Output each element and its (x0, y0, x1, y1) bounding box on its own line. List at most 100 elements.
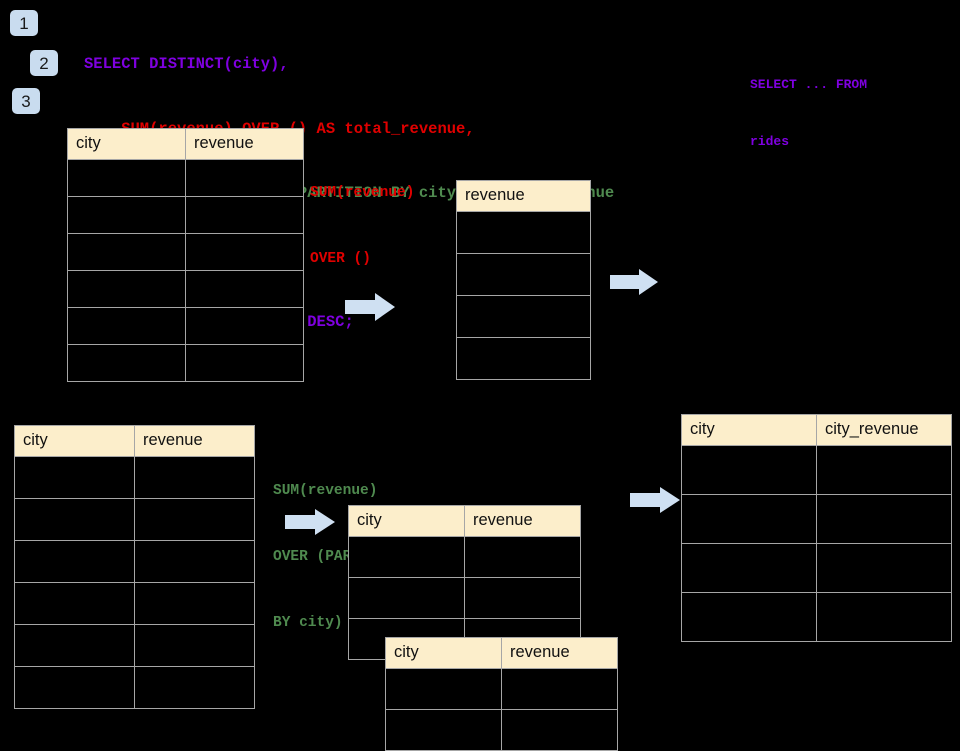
table-header-row: city revenue (385, 637, 618, 669)
cell-city (681, 494, 817, 544)
table-row (348, 577, 581, 619)
table-header-row: city revenue (67, 128, 304, 160)
arrow-right-icon-top-2 (610, 269, 658, 295)
table-row (67, 196, 304, 234)
table-city-revenue-result: city city_revenue (681, 414, 952, 642)
cell-city (681, 592, 817, 642)
cell-city (67, 159, 186, 197)
table-row (14, 666, 255, 709)
cell-city (67, 233, 186, 271)
table-rides-source-bottom: city revenue (14, 425, 255, 709)
arrow-right-icon-top-1 (345, 293, 395, 321)
table-row (14, 582, 255, 625)
cell-city (385, 709, 502, 751)
table-row (456, 253, 591, 296)
annotation-total-window-line1: SUM(revenue) (310, 185, 415, 201)
cell-revenue (134, 624, 255, 667)
cell-revenue (464, 577, 581, 619)
table-row (681, 592, 952, 642)
column-header-revenue: revenue (501, 637, 618, 669)
annotation-partition-window-line3: BY city) (273, 615, 343, 631)
sql-line-select: SELECT DISTINCT(city), (84, 55, 289, 73)
step-badge-2-label: 2 (39, 53, 49, 73)
column-header-revenue: revenue (134, 425, 255, 457)
cell-city (67, 307, 186, 345)
cell-city (681, 543, 817, 593)
cell-city (14, 666, 135, 709)
table-row (14, 540, 255, 583)
step-badge-1: 1 (10, 10, 38, 36)
table-row (456, 211, 591, 254)
cell-city-revenue (816, 445, 952, 495)
column-header-city: city (14, 425, 135, 457)
sql-side-note-line1: SELECT ... FROM (750, 77, 868, 92)
cell-revenue (464, 536, 581, 578)
table-row (67, 159, 304, 197)
sql-side-note: SELECT ... FROM rides (750, 37, 867, 189)
table-rides-source-top: city revenue (67, 128, 304, 382)
cell-revenue (134, 666, 255, 709)
cell-revenue (134, 540, 255, 583)
cell-city (14, 498, 135, 541)
table-header-row: revenue (456, 180, 591, 212)
cell-city (681, 445, 817, 495)
table-row (67, 307, 304, 345)
sql-side-note-line2: rides (750, 134, 790, 149)
annotation-partition-window-line1: SUM(revenue) (273, 483, 378, 499)
table-row (67, 233, 304, 271)
diagram-canvas: 1 2 3 SELECT DISTINCT(city), SUM(revenue… (10, 10, 952, 751)
cell-revenue (456, 337, 591, 380)
cell-city (14, 456, 135, 499)
cell-revenue (501, 668, 618, 710)
table-partition-group-front: city revenue (385, 637, 618, 751)
cell-revenue (185, 270, 304, 308)
table-row (456, 295, 591, 338)
cell-revenue (456, 295, 591, 338)
cell-revenue (501, 709, 618, 751)
cell-revenue (185, 233, 304, 271)
table-row (385, 668, 618, 710)
cell-city (67, 196, 186, 234)
table-header-row: city revenue (348, 505, 581, 537)
table-row (681, 445, 952, 495)
column-header-city: city (67, 128, 186, 160)
cell-city (348, 577, 465, 619)
column-header-city-revenue: city_revenue (816, 414, 952, 446)
cell-revenue (185, 344, 304, 382)
step-badge-3: 3 (12, 88, 40, 114)
cell-city (14, 624, 135, 667)
column-header-revenue: revenue (456, 180, 591, 212)
step-badge-3-label: 3 (21, 91, 31, 111)
cell-city-revenue (816, 543, 952, 593)
table-header-row: city revenue (14, 425, 255, 457)
arrow-right-icon-bottom-1 (285, 509, 335, 535)
cell-city (67, 270, 186, 308)
table-row (681, 543, 952, 593)
cell-city (67, 344, 186, 382)
table-row (14, 624, 255, 667)
table-row (348, 536, 581, 578)
column-header-city: city (385, 637, 502, 669)
cell-city (348, 536, 465, 578)
cell-revenue (134, 498, 255, 541)
cell-city (14, 582, 135, 625)
annotation-total-window: SUM(revenue) OVER () (310, 138, 414, 314)
cell-city-revenue (816, 494, 952, 544)
arrow-right-icon-bottom-2 (630, 487, 680, 513)
table-row (456, 337, 591, 380)
column-header-city: city (681, 414, 817, 446)
step-badge-1-label: 1 (19, 13, 29, 33)
table-row (67, 270, 304, 308)
cell-revenue (185, 196, 304, 234)
table-row (681, 494, 952, 544)
cell-revenue (456, 253, 591, 296)
cell-city (14, 540, 135, 583)
cell-revenue (134, 582, 255, 625)
table-row (14, 498, 255, 541)
cell-city (385, 668, 502, 710)
cell-city-revenue (816, 592, 952, 642)
table-total-revenue-result: revenue (456, 180, 591, 380)
table-row (385, 709, 618, 751)
column-header-revenue: revenue (185, 128, 304, 160)
column-header-revenue: revenue (464, 505, 581, 537)
